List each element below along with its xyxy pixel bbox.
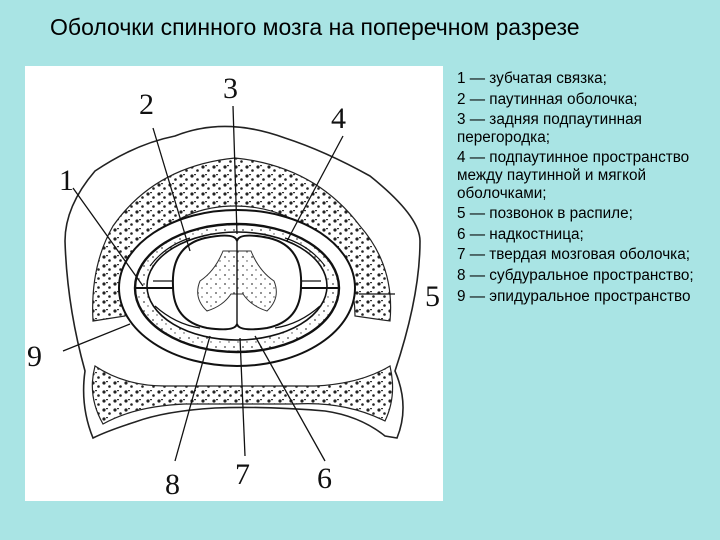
legend-item: 7 — твердая мозговая оболочка;	[457, 246, 690, 264]
legend-item: 5 — позвонок в распиле;	[457, 205, 633, 223]
label-9: 9	[27, 340, 42, 373]
legend-item: 2 — паутинная оболочка;	[457, 90, 638, 108]
slide-title: Оболочки спинного мозга на поперечном ра…	[50, 14, 580, 40]
legend-item: 9 — эпидуральное пространство	[457, 287, 691, 305]
label-1: 1	[59, 164, 74, 197]
leader-lines	[62, 105, 395, 462]
label-5: 5	[425, 280, 440, 313]
subarachnoid-trabeculae	[149, 237, 326, 329]
label-4: 4	[331, 102, 346, 135]
legend-item: 1 — зубчатая связка;	[457, 70, 607, 87]
label-3: 3	[223, 72, 238, 105]
cross-section-drawing: 1 2 3 4 5 6 7 8 9	[27, 72, 440, 501]
label-2: 2	[139, 88, 154, 121]
legend-list: 1 — зубчатая связка; 2 — паутинная оболо…	[457, 70, 707, 308]
label-6: 6	[317, 462, 332, 495]
label-8: 8	[165, 468, 180, 501]
spinal-cord-cross-section-figure: 1 2 3 4 5 6 7 8 9	[25, 66, 443, 501]
legend-item: 6 — надкостница;	[457, 225, 584, 243]
label-7: 7	[235, 458, 250, 491]
legend-item: 3 — задняя подпаутинная перегородка;	[457, 111, 642, 146]
legend-item: 8 — субдуральное пространство;	[457, 266, 694, 284]
legend-item: 4 — подпаутинное пространство между паут…	[457, 149, 690, 202]
